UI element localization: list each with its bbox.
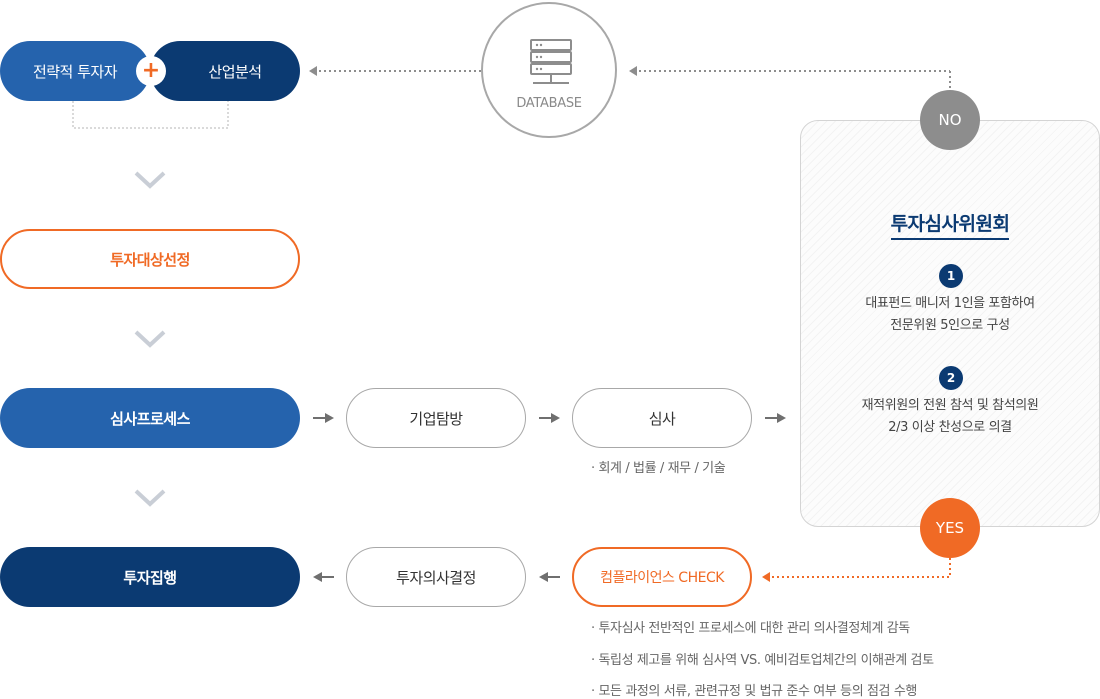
arrow-right-icon: [765, 413, 786, 423]
chevron-down-icon: [134, 171, 166, 189]
target-selection-label: 투자대상선정: [110, 250, 190, 269]
industry-analysis-node: 산업분석: [150, 41, 300, 101]
review-node: 심사: [572, 388, 752, 448]
chevron-down-icon: [134, 330, 166, 348]
server-icon: [530, 39, 572, 84]
database-to-analysis-arrow: [309, 66, 481, 76]
review-label: 심사: [648, 409, 676, 428]
investment-committee-panel: 투자심사위원회 1 대표펀드 매니저 1인을 포함하여 전문위원 5인으로 구성…: [800, 120, 1100, 527]
committee-title: 투자심사위원회: [801, 209, 1099, 240]
yes-to-compliance-arrow: [762, 558, 951, 582]
criterion-text: 대표펀드 매니저 1인을 포함하여 전문위원 5인으로 구성: [865, 296, 1035, 333]
company-visit-node: 기업탐방: [346, 388, 526, 448]
plus-icon: +: [136, 56, 166, 86]
compliance-check-node: 컴플라이언스 CHECK: [572, 547, 752, 607]
no-to-database-arrow: [629, 66, 951, 92]
arrow-right-icon: [539, 413, 560, 423]
compliance-note: · 모든 과정의 서류, 관련규정 및 법규 준수 여부 등의 점검 수행: [591, 684, 917, 699]
criterion-number-badge: 2: [939, 366, 963, 390]
criterion-number-badge: 1: [939, 264, 963, 288]
yes-node: YES: [920, 498, 980, 558]
database-node: DATABASE: [481, 2, 617, 138]
group-bracket: [72, 101, 229, 129]
criterion-text: 재적위원의 전원 참석 및 참석의원 2/3 이상 찬성으로 의결: [861, 398, 1039, 435]
review-process-node: 심사프로세스: [0, 388, 300, 448]
arrow-left-icon: [313, 572, 334, 582]
strategic-investor-label: 전략적 투자자: [32, 62, 118, 81]
investment-execution-label: 투자집행: [123, 568, 177, 587]
industry-analysis-label: 산업분석: [208, 62, 262, 81]
arrow-right-icon: [313, 413, 334, 423]
company-visit-label: 기업탐방: [409, 409, 463, 428]
chevron-down-icon: [134, 489, 166, 507]
investment-execution-node: 투자집행: [0, 547, 300, 607]
review-process-label: 심사프로세스: [110, 409, 190, 428]
target-selection-node: 투자대상선정: [0, 229, 300, 289]
arrow-left-icon: [539, 572, 560, 582]
no-node: NO: [920, 90, 980, 150]
compliance-note: · 독립성 제고를 위해 심사역 VS. 예비검토업체간의 이해관계 검토: [591, 653, 934, 668]
review-note: · 회계 / 법률 / 재무 / 기술: [591, 461, 726, 476]
compliance-check-label: 컴플라이언스 CHECK: [600, 570, 724, 586]
investment-decision-label: 투자의사결정: [396, 568, 476, 587]
database-label: DATABASE: [516, 96, 582, 111]
compliance-note: · 투자심사 전반적인 프로세스에 대한 관리 의사결정체계 감독: [591, 621, 910, 636]
strategic-investor-node: 전략적 투자자: [0, 41, 150, 101]
investment-decision-node: 투자의사결정: [346, 547, 526, 607]
